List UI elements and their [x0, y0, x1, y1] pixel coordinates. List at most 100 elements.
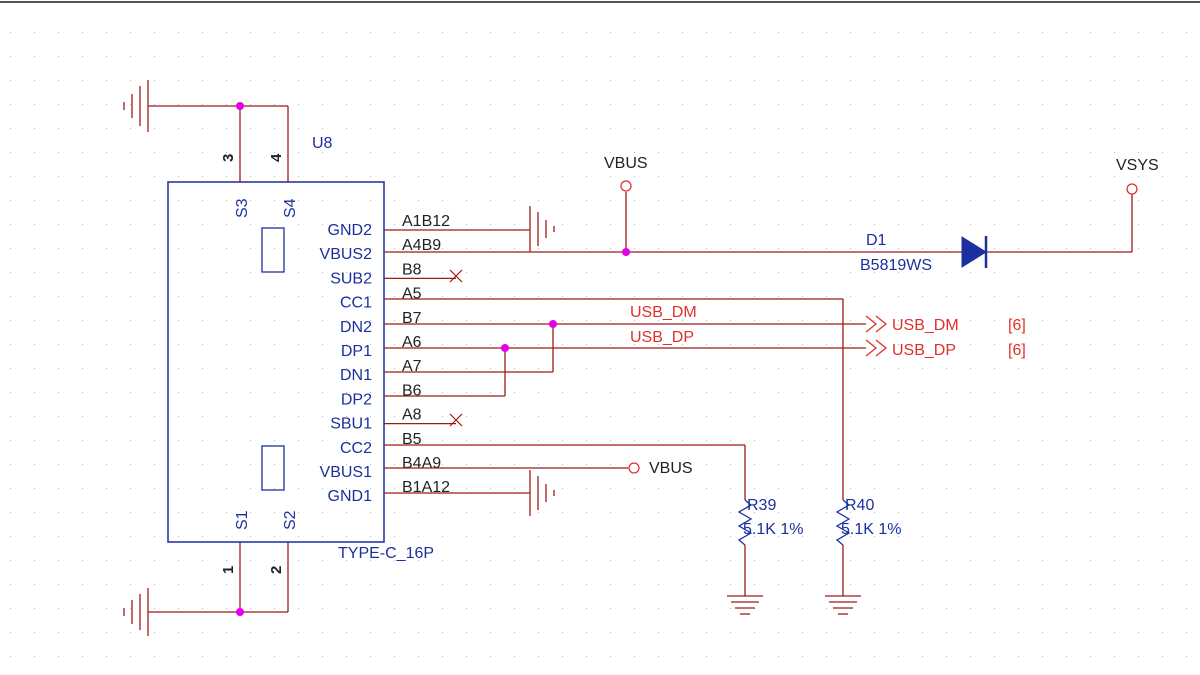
vbus-port-top-label: VBUS — [604, 155, 648, 172]
connector-body — [167, 181, 385, 543]
vbus-port-pin-icon — [628, 462, 640, 474]
connector-tab-upper — [261, 227, 285, 273]
vbus-port-top: VBUS — [604, 155, 648, 192]
pin-name-vbus2: VBUS2 — [320, 246, 373, 263]
vbus-wires — [384, 192, 1133, 253]
net-usb-dp: USB_DP USB_DP [6] — [630, 329, 1026, 359]
vsys-port-icon — [1126, 183, 1138, 195]
junction-top-shield — [236, 102, 244, 110]
pin-number-a5: A5 — [402, 286, 422, 303]
pin-gnd2: GND2 A1B12 — [328, 213, 451, 239]
vbus-port-pin-label: VBUS — [649, 460, 693, 477]
diode-ref: D1 — [866, 232, 887, 249]
diode-d1: D1 B5819WS — [860, 232, 988, 274]
pin-dp1: DP1 A6 — [341, 334, 422, 360]
pin-number-a7: A7 — [402, 358, 422, 375]
net-label-usb-dp: USB_DP — [630, 329, 694, 346]
junction-usb-dm — [549, 320, 557, 328]
pin-name-dp2: DP2 — [341, 391, 372, 408]
gnd-wires — [384, 229, 530, 494]
shield-wires-top — [239, 105, 289, 182]
resistor-r40-icon — [835, 499, 851, 546]
pin-name-sbu1: SBU1 — [330, 416, 372, 433]
pin-number-b4a9: B4A9 — [402, 455, 441, 472]
pin-name-sub2: SUB2 — [330, 270, 372, 287]
resistor-r40: R40 5.1K 1% — [825, 497, 901, 615]
junction-vbus — [622, 248, 630, 256]
pin-sbu1: SBU1 A8 — [330, 407, 456, 433]
resistor-r39: R39 5.1K 1% — [727, 497, 803, 615]
resistor-r39-value: 5.1K 1% — [743, 521, 803, 538]
pin-name-dn1: DN1 — [340, 367, 372, 384]
offpage-label-usb-dp: USB_DP — [892, 342, 956, 359]
pin-name-dp1: DP1 — [341, 343, 372, 360]
gnd-symbol-lower — [529, 470, 555, 516]
pin-number-a6: A6 — [402, 334, 422, 351]
gnd-symbol-top-left — [123, 80, 240, 132]
pin-dn2: DN2 B7 — [340, 310, 422, 336]
shield-pin-name-s2: S2 — [282, 510, 299, 530]
pin-name-gnd1: GND1 — [328, 488, 373, 505]
resistor-r40-value: 5.1K 1% — [841, 521, 901, 538]
pin-sub2: SUB2 B8 — [330, 261, 456, 287]
no-connect-marks — [449, 269, 463, 427]
gnd-symbol-bottom-left — [123, 588, 240, 636]
pin-gnd1: GND1 B1A12 — [328, 479, 451, 505]
shield-pin-name-s3: S3 — [234, 198, 251, 218]
pin-number-a1b12: A1B12 — [402, 213, 450, 230]
shield-pin-number-2: 2 — [268, 566, 285, 574]
shield-pin-number-1: 1 — [220, 566, 237, 574]
shield-pin-number-4: 4 — [268, 153, 285, 162]
connector-pins: GND2A1B12VBUS2A4B9SUB2B8CC1A5DN2B7DP1A6D… — [320, 213, 530, 505]
junction-bottom-shield — [236, 608, 244, 616]
gnd-symbol-r40 — [825, 595, 861, 615]
pin-number-a8: A8 — [402, 407, 422, 424]
pin-number-b7: B7 — [402, 310, 422, 327]
shield-pin-number-3: 3 — [220, 154, 237, 162]
shield-wires-bottom — [239, 542, 289, 613]
grid-dots — [10, 32, 1187, 657]
pin-dp2: DP2 B6 — [341, 382, 422, 408]
net-usb-dm: USB_DM USB_DM [6] — [630, 304, 1026, 334]
shield-pin-names: S3 S4 S1 S2 — [234, 198, 299, 530]
vbus-port-top-icon — [620, 180, 632, 192]
offpage-connector-usb-dp-icon — [865, 339, 888, 357]
gnd-symbol-r39 — [727, 595, 763, 615]
shield-pin-numbers: 3 4 1 2 — [220, 153, 285, 574]
component-ref: U8 — [312, 135, 333, 152]
net-label-usb-dm: USB_DM — [630, 304, 697, 321]
pin-number-b8: B8 — [402, 261, 422, 278]
shield-pin-name-s1: S1 — [234, 510, 251, 530]
page-ref-usb-dm: [6] — [1008, 317, 1026, 334]
resistor-r40-ref: R40 — [845, 497, 874, 514]
offpage-label-usb-dm: USB_DM — [892, 317, 959, 334]
pin-name-gnd2: GND2 — [328, 222, 373, 239]
offpage-connector-usb-dm-icon — [865, 315, 888, 333]
pin-name-vbus1: VBUS1 — [320, 464, 373, 481]
resistor-r39-ref: R39 — [747, 497, 776, 514]
gnd-symbol-upper — [529, 206, 555, 252]
connector-tab-lower — [261, 445, 285, 491]
page-ref-usb-dp: [6] — [1008, 342, 1026, 359]
pin-number-a4b9: A4B9 — [402, 237, 441, 254]
diode-triangle-icon — [961, 236, 987, 268]
junction-usb-dp — [501, 344, 509, 352]
component-value: TYPE-C_16P — [338, 545, 434, 562]
pin-number-b1a12: B1A12 — [402, 479, 450, 496]
shield-pin-name-s4: S4 — [282, 198, 299, 218]
pin-name-cc2: CC2 — [340, 440, 372, 457]
pin-name-cc1: CC1 — [340, 295, 372, 312]
pin-number-b5: B5 — [402, 431, 422, 448]
diode-value: B5819WS — [860, 257, 932, 274]
vsys-port: VSYS — [1116, 157, 1159, 195]
pin-name-dn2: DN2 — [340, 319, 372, 336]
vsys-port-label: VSYS — [1116, 157, 1159, 174]
pin-vbus2: VBUS2 A4B9 — [320, 237, 442, 263]
pin-dn1: DN1 A7 — [340, 358, 422, 384]
vbus-port-pin: VBUS — [628, 460, 693, 477]
resistor-r39-icon — [737, 499, 753, 546]
data-wires — [384, 298, 866, 500]
pin-number-b6: B6 — [402, 382, 422, 399]
pin-cc2: CC2 B5 — [340, 431, 422, 457]
